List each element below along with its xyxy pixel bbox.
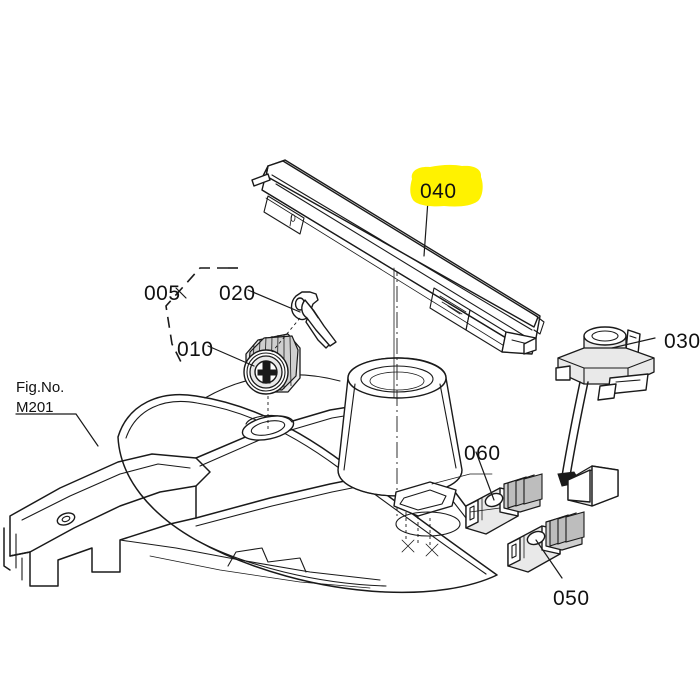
highlight-040 [410, 164, 483, 207]
callout-020[interactable]: 020 [219, 282, 256, 305]
leader-020 [247, 289, 301, 313]
leader-005 [175, 287, 187, 299]
callout-060[interactable]: 060 [464, 442, 501, 465]
figure-reference: Fig.No. M201 [16, 378, 64, 419]
figure-reference-prefix: Fig.No. [16, 379, 65, 396]
leader-060 [475, 451, 495, 501]
leader-050 [535, 539, 563, 579]
part-030-sensor-switch [555, 326, 655, 507]
callout-050[interactable]: 050 [553, 587, 590, 610]
leader-030 [611, 337, 656, 349]
part-020-key-set [271, 291, 337, 353]
leader-040 [423, 199, 429, 257]
figure-reference-value: M201 [16, 399, 54, 417]
callout-040[interactable]: 040 [420, 180, 457, 203]
part-060-relay [465, 473, 543, 535]
callout-030[interactable]: 030 [664, 330, 700, 353]
hood-latch-slot [393, 481, 461, 557]
part-040-rail [251, 159, 545, 355]
center-cone-stack [337, 260, 463, 520]
part-005-kit-bracket [165, 267, 238, 365]
part-010-ignition-switch [243, 333, 301, 395]
part-050-relay [507, 511, 585, 573]
leader-fig-m201 [15, 413, 99, 447]
callout-010[interactable]: 010 [177, 338, 214, 361]
callout-005[interactable]: 005 [144, 282, 181, 305]
leader-010 [207, 345, 255, 367]
leader-lines [15, 199, 656, 579]
switch-mount-hole [241, 390, 295, 441]
